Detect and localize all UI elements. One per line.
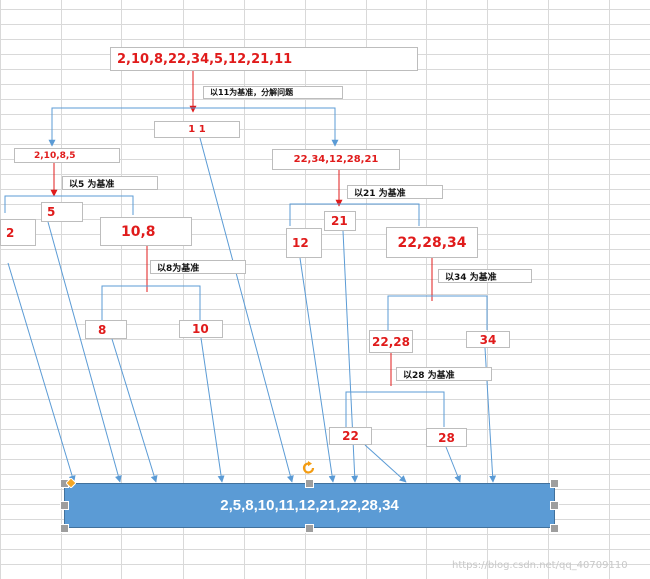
node-22-28[interactable]: 22,28 [369,330,413,353]
merge-arrow-11 [199,137,294,483]
node-root[interactable]: 2,10,8,22,34,5,12,21,11 [110,47,418,71]
adjust-handle-icon[interactable] [66,478,76,488]
merge-arrow-22 [364,444,407,483]
merge-arrow-28 [445,446,461,483]
merge-arrow-2 [7,262,76,483]
node-pivot-11[interactable]: 1 1 [154,121,240,138]
node-28[interactable]: 28 [426,428,467,447]
node-10-8[interactable]: 10,8 [100,217,192,246]
node-12[interactable]: 12 [286,228,322,258]
node-2[interactable]: 2 [0,219,36,246]
resize-handle-bottom-left[interactable] [60,524,69,533]
label-pivot-5[interactable]: 以5 为基准 [62,176,158,190]
split-bracket-left [4,195,134,215]
label-pivot-21[interactable]: 以21 为基准 [347,185,443,199]
split-bracket-right [289,203,420,226]
node-8[interactable]: 8 [85,320,127,339]
node-22-28-34[interactable]: 22,28,34 [386,227,478,258]
label-pivot-34[interactable]: 以34 为基准 [438,269,532,283]
node-21[interactable]: 21 [324,211,356,231]
node-5[interactable]: 5 [41,202,83,222]
split-bracket-22-28-34 [387,295,488,330]
merge-arrow-12 [299,257,336,483]
split-bracket-10-8 [101,285,201,320]
merge-arrow-5 [47,221,122,483]
resize-handle-middle-left[interactable] [60,501,69,510]
label-pivot-28[interactable]: 以28 为基准 [396,367,492,381]
node-22[interactable]: 22 [329,427,372,445]
label-pivot-11[interactable]: 以11为基准，分解问题 [203,86,343,99]
rotate-handle-icon[interactable] [301,460,317,476]
resize-handle-top-center[interactable] [305,479,314,488]
label-pivot-8[interactable]: 以8为基准 [150,260,246,274]
sorted-result-shape[interactable]: 2,5,8,10,11,12,21,22,28,34 [64,483,555,528]
resize-handle-bottom-center[interactable] [305,524,314,533]
resize-handle-middle-right[interactable] [550,501,559,510]
resize-handle-top-right[interactable] [550,479,559,488]
node-34[interactable]: 34 [466,331,510,348]
node-right-group[interactable]: 22,34,12,28,21 [272,149,400,170]
split-bracket-22-28 [345,391,445,427]
split-bracket-root [48,107,339,147]
merge-arrow-10 [200,337,225,483]
resize-handle-bottom-right[interactable] [550,524,559,533]
node-left-group[interactable]: 2,10,8,5 [14,148,120,163]
node-10[interactable]: 10 [179,320,223,338]
watermark: https://blog.csdn.net/qq_40709110 [452,560,628,571]
merge-arrow-8 [111,338,158,483]
